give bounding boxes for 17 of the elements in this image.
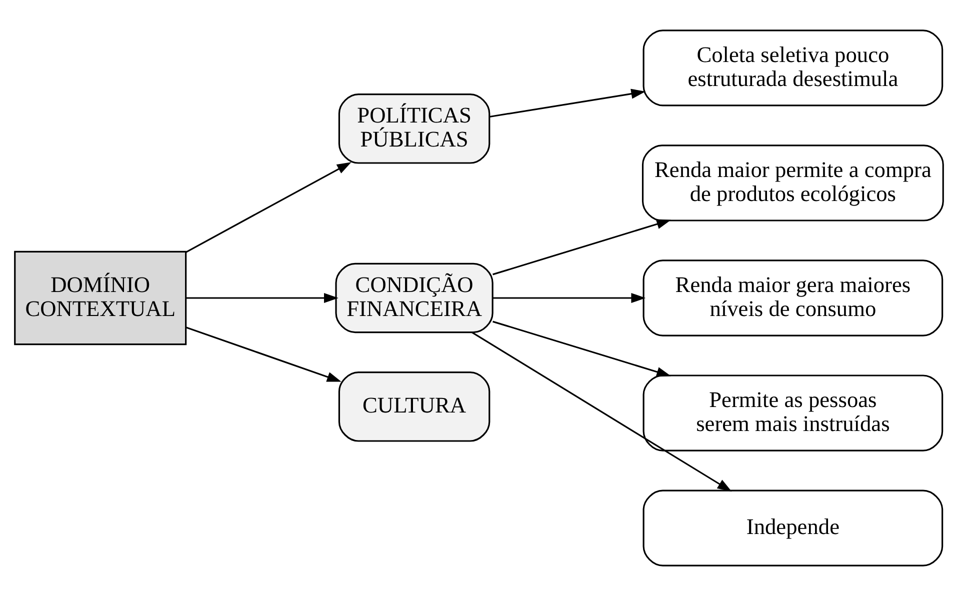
node-box: CONDIÇÃO FINANCEIRA xyxy=(335,262,494,334)
node-box: DOMÍNIO CONTEXTUAL xyxy=(14,250,187,346)
node-box: Renda maior gera maiores níveis de consumo xyxy=(642,260,944,336)
arrow xyxy=(492,320,672,377)
node-box: Permite as pessoas serem mais instruídas xyxy=(642,374,944,452)
node-box: Coleta seletiva pouco estruturada desestimula xyxy=(642,30,944,106)
arrow xyxy=(186,162,352,253)
node-box: Renda maior permite a compra de produtos ecológicos xyxy=(642,144,944,222)
node-box: Independe xyxy=(642,490,944,566)
arrow xyxy=(186,292,338,304)
arrow xyxy=(186,326,342,382)
arrow xyxy=(492,219,672,276)
node-box: CULTURA xyxy=(338,372,490,442)
node-box: POLÍTICAS PÚBLICAS xyxy=(338,94,490,164)
arrow xyxy=(492,292,646,304)
arrow xyxy=(490,88,646,118)
arrow xyxy=(472,332,732,492)
